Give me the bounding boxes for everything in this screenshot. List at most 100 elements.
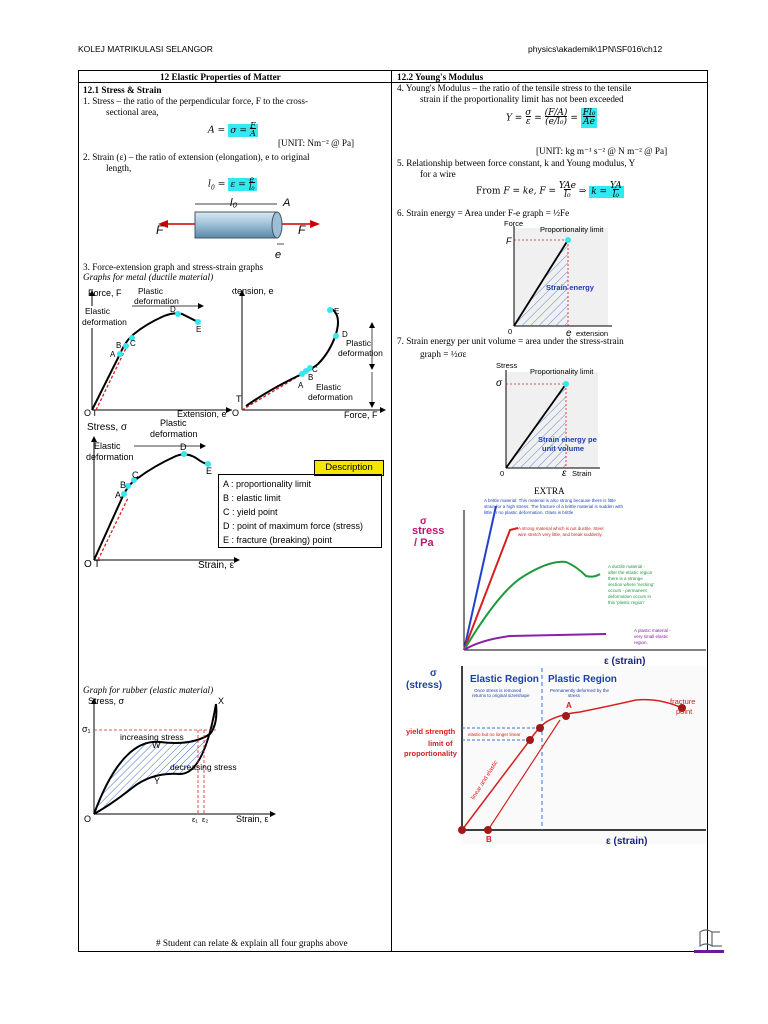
svg-text:deformation: deformation: [82, 317, 127, 327]
svg-text:A plastic material -: A plastic material -: [634, 628, 671, 633]
svg-text:T: T: [236, 394, 242, 404]
svg-text:F: F: [156, 223, 164, 237]
svg-text:point: point: [676, 707, 693, 716]
svg-text:fracture: fracture: [670, 697, 695, 706]
svg-text:this 'plastic region': this 'plastic region': [608, 600, 645, 605]
svg-text:Once stress is removed: Once stress is removed: [474, 688, 522, 693]
item-3: 3. Force-extension graph and stress-stra…: [83, 262, 264, 272]
item-4-line1: 4. Young's Modulus – the ratio of the te…: [397, 83, 632, 93]
svg-text:returns to original size/shape: returns to original size/shape: [472, 693, 530, 698]
svg-text:A: A: [282, 197, 290, 209]
svg-text:D: D: [170, 305, 176, 314]
svg-text:Strain, ε: Strain, ε: [236, 814, 269, 824]
svg-text:very small elastic: very small elastic: [634, 634, 669, 639]
force-ext-y-label: Force, F: [88, 288, 122, 298]
footer-note: # Student can relate & explain all four …: [156, 938, 348, 948]
svg-text:E: E: [206, 466, 212, 476]
svg-text:there is a strange: there is a strange: [608, 576, 643, 581]
svg-text:Elastic Region: Elastic Region: [470, 674, 539, 685]
svg-text:Extension, e: Extension, e: [232, 286, 274, 296]
item-4-line2: strain if the proportionality limit has …: [420, 94, 624, 104]
svg-text:little or no plastic deformati: little or no plastic deformation. Glass …: [484, 510, 574, 515]
svg-text:Plastic: Plastic: [346, 338, 372, 348]
svg-text:(stress): (stress): [406, 680, 442, 691]
item-5-line1: 5. Relationship between force constant, …: [397, 158, 636, 168]
svg-text:region.: region.: [634, 640, 648, 645]
svg-text:F: F: [506, 236, 512, 246]
item-2-line1: 2. Strain (ε) – the ratio of extension (…: [83, 152, 310, 162]
rubber-graph: Stress, σ Strain, ε O σ₁ X W Y increasin…: [82, 696, 276, 824]
svg-text:Stress, σ: Stress, σ: [88, 696, 125, 706]
item-7-line2: graph = ½σε: [420, 349, 467, 359]
svg-text:O: O: [84, 559, 92, 570]
svg-text:ε (strain): ε (strain): [606, 836, 647, 847]
svg-text:Strain, ε: Strain, ε: [198, 560, 235, 571]
svg-text:strain for a high stress. The: strain for a high stress. The fracture o…: [484, 504, 623, 509]
youngs-unit: [UNIT: kg m⁻¹ s⁻² @ N m⁻² @ Pa]: [536, 146, 668, 156]
svg-text:elastic but no longer linear: elastic but no longer linear: [468, 732, 521, 737]
svg-text:Strain energy pe: Strain energy pe: [538, 435, 597, 444]
svg-text:A brittle material: This mater: A brittle material: This material is als…: [484, 498, 616, 503]
description-item: D : point of maximum force (stress): [223, 521, 364, 531]
svg-text:E: E: [334, 307, 339, 316]
svg-text:ε₂: ε₂: [202, 815, 208, 824]
rubber-graph-heading: Graph for rubber (elastic material): [83, 685, 214, 695]
svg-text:Permanently deformed by the: Permanently deformed by the: [550, 688, 610, 693]
svg-text:Y: Y: [154, 776, 160, 786]
svg-text:A: A: [115, 490, 121, 500]
description-list: A : proportionality limit B : elastic li…: [223, 477, 363, 547]
svg-text:σ: σ: [420, 516, 427, 527]
svg-text:E: E: [196, 325, 201, 334]
svg-text:ε (strain): ε (strain): [604, 656, 645, 666]
description-item: C : yield point: [223, 507, 278, 517]
svg-text:increasing stress: increasing stress: [120, 732, 184, 742]
svg-text:W: W: [152, 740, 161, 750]
force-extension-energy-graph: Force F Proportionality limit Strain ene…: [504, 220, 612, 338]
svg-text:D: D: [180, 442, 187, 452]
svg-text:wire stretch very little, and: wire stretch very little, and break sudd…: [518, 532, 603, 537]
svg-text:0: 0: [500, 469, 504, 478]
svg-text:T: T: [94, 559, 100, 570]
content-frame: [78, 70, 708, 952]
svg-text:yield strength: yield strength: [406, 727, 456, 736]
svg-text:F: F: [298, 223, 306, 237]
description-item: B : elastic limit: [223, 493, 281, 503]
stress-strain-graph: Stress, σ Strain, ε O T Plastic deformat…: [84, 418, 240, 571]
stress-strain-energy-graph: Stress σ Proportionality limit Strain en…: [496, 361, 600, 479]
extension-force-graph: Extension, e Force, F O T A B C D E Plas…: [232, 286, 386, 420]
svg-text:Force: Force: [504, 220, 523, 228]
svg-text:Plastic Region: Plastic Region: [548, 674, 617, 685]
svg-text:A: A: [566, 701, 572, 710]
description-box: A : proportionality limit B : elastic li…: [218, 474, 382, 548]
material-types-graph: σ stress / Pa A brittle material: This m…: [412, 498, 706, 666]
svg-text:Stress, σ: Stress, σ: [87, 422, 128, 433]
chapter-title: 12 Elastic Properties of Matter: [160, 72, 281, 82]
svg-text:deformation: deformation: [86, 452, 134, 462]
svg-text:B: B: [486, 835, 492, 844]
svg-text:deformation occurs in: deformation occurs in: [608, 594, 652, 599]
svg-text:O: O: [84, 408, 91, 418]
svg-text:/ Pa: / Pa: [414, 537, 434, 549]
svg-text:σ₁: σ₁: [82, 724, 91, 734]
svg-text:Proportionality limit: Proportionality limit: [530, 367, 594, 376]
stress-regions-graph: σ (stress) Elastic Region Plastic Region…: [404, 666, 706, 847]
item-2-line2: length,: [106, 163, 132, 173]
svg-text:ε: ε: [562, 468, 567, 479]
svg-text:D: D: [342, 330, 348, 339]
svg-text:stress: stress: [412, 525, 444, 537]
svg-text:Force, F: Force, F: [344, 410, 378, 420]
page-turn-icon[interactable]: [694, 928, 724, 954]
svg-text:l₀: l₀: [230, 197, 237, 209]
svg-text:C: C: [130, 339, 136, 348]
svg-text:Elastic: Elastic: [316, 382, 342, 392]
svg-text:B: B: [308, 373, 313, 382]
svg-text:proportionality: proportionality: [404, 749, 458, 758]
svg-text:O: O: [84, 814, 91, 824]
svg-text:occurs - permanent: occurs - permanent: [608, 588, 648, 593]
svg-text:C: C: [312, 365, 318, 374]
item-6: 6. Strain energy = Area under F-e graph …: [397, 208, 570, 218]
column-divider: [391, 70, 392, 952]
